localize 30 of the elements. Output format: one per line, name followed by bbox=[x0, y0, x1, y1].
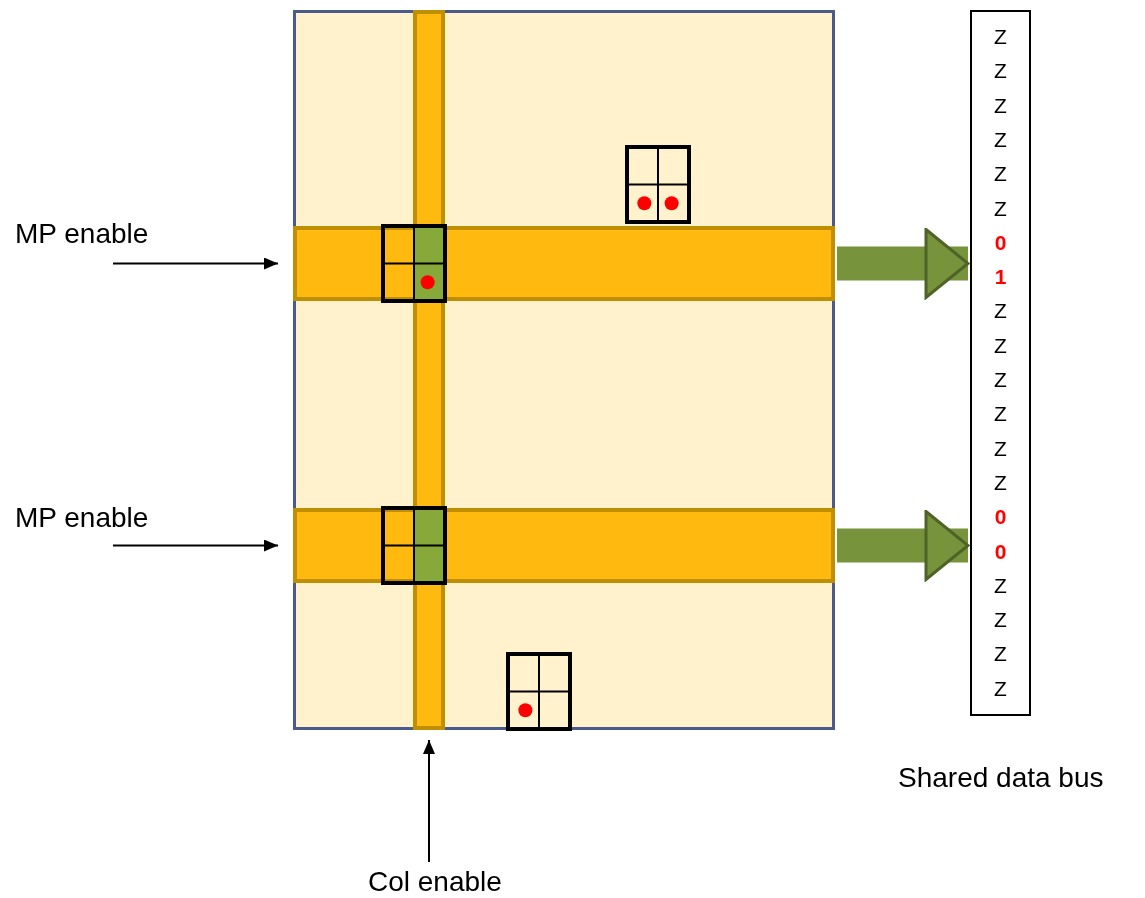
arrow bbox=[112, 257, 279, 270]
bus-value: Z bbox=[993, 60, 1008, 82]
bus-value: 0 bbox=[993, 231, 1008, 253]
arrow bbox=[112, 539, 279, 552]
signal-label: MP enable bbox=[15, 220, 149, 248]
bus-value: Z bbox=[993, 437, 1008, 459]
arrow bbox=[423, 739, 435, 863]
bus-value: Z bbox=[993, 643, 1008, 665]
bus-value: Z bbox=[993, 128, 1008, 150]
bus-value: Z bbox=[993, 163, 1008, 185]
bus-value: Z bbox=[993, 677, 1008, 699]
bus-value: Z bbox=[993, 609, 1008, 631]
bus-title: Shared data bus bbox=[898, 764, 1104, 792]
signal-label: MP enable bbox=[15, 504, 149, 532]
bus-value: 1 bbox=[993, 266, 1008, 288]
block-arrow bbox=[837, 510, 970, 581]
bus-value: Z bbox=[993, 334, 1008, 356]
bus-value: Z bbox=[993, 26, 1008, 47]
bus-value: Z bbox=[993, 197, 1008, 219]
memory-array bbox=[293, 10, 835, 730]
bus-value: Z bbox=[993, 369, 1008, 390]
bus-value: Z bbox=[993, 471, 1008, 493]
signal-label: Col enable bbox=[368, 868, 502, 896]
block-arrow bbox=[837, 228, 970, 299]
bus-value: Z bbox=[993, 94, 1008, 116]
bus-value: Z bbox=[993, 403, 1008, 425]
bus-value: 0 bbox=[993, 540, 1008, 562]
bus-value: Z bbox=[993, 574, 1008, 596]
bus-value: Z bbox=[993, 300, 1008, 322]
bus-value: 0 bbox=[993, 506, 1008, 528]
